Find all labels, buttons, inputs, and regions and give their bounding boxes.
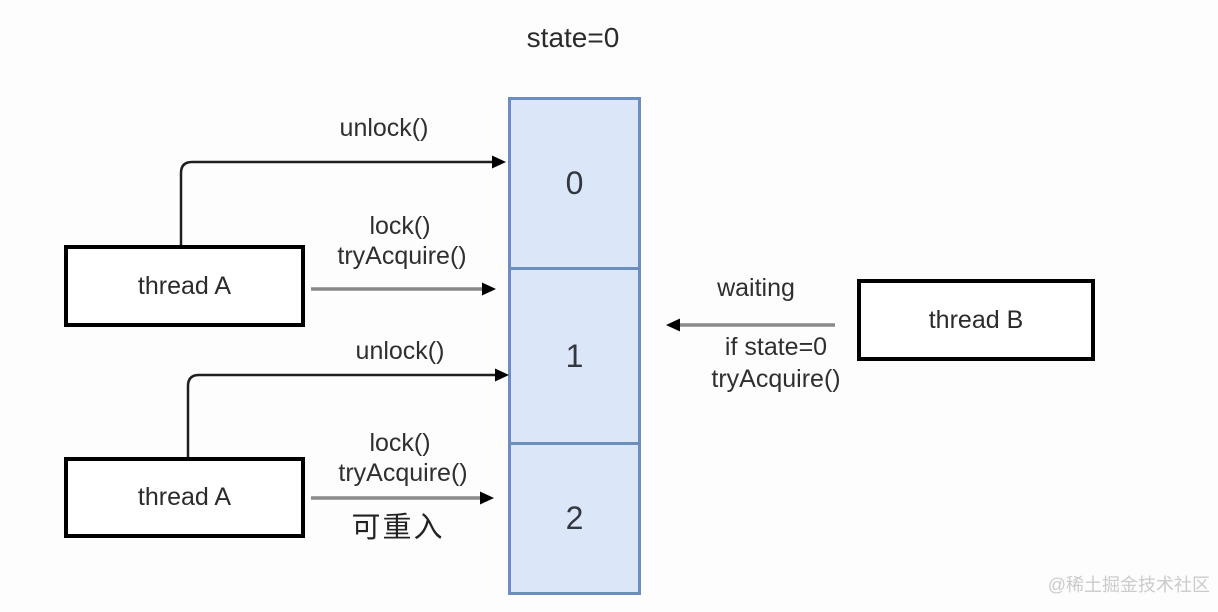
state-title: state=0 bbox=[526, 22, 620, 53]
try-acquire-bottom-label: tryAcquire() bbox=[338, 459, 468, 487]
reentrant-label: 可重入 bbox=[351, 512, 445, 544]
state-cell-0: 0 bbox=[508, 97, 641, 270]
thread-b-label: thread B bbox=[928, 305, 1024, 334]
lock-top-label: lock() bbox=[369, 212, 431, 240]
unlock-bottom-label: unlock() bbox=[355, 337, 445, 365]
thread-a-top-box: thread A bbox=[64, 245, 305, 327]
state-cell-1-value: 1 bbox=[565, 337, 584, 374]
thread-b-box: thread B bbox=[857, 279, 1095, 361]
unlock-bottom-arrow bbox=[186, 368, 509, 457]
unlock-top-label: unlock() bbox=[339, 114, 429, 142]
try-acquire-b-label: tryAcquire() bbox=[711, 365, 841, 393]
if-state-label: if state=0 bbox=[724, 333, 828, 361]
thread-a-bottom-label: thread A bbox=[137, 483, 232, 511]
state-cell-0-value: 0 bbox=[565, 165, 584, 201]
state-cell-2: 2 bbox=[508, 442, 641, 595]
thread-a-bottom-box: thread A bbox=[64, 457, 305, 538]
lock-bottom-label: lock() bbox=[369, 429, 431, 457]
thread-a-top-label: thread A bbox=[137, 271, 232, 300]
juejin-watermark: @稀土掘金技术社区 bbox=[1047, 575, 1210, 595]
state-cell-2-value: 2 bbox=[565, 500, 584, 536]
try-acquire-top-label: tryAcquire() bbox=[337, 242, 467, 270]
state-cell-1: 1 bbox=[508, 267, 641, 445]
waiting-label: waiting bbox=[717, 274, 795, 302]
unlock-top-arrow bbox=[179, 155, 506, 245]
